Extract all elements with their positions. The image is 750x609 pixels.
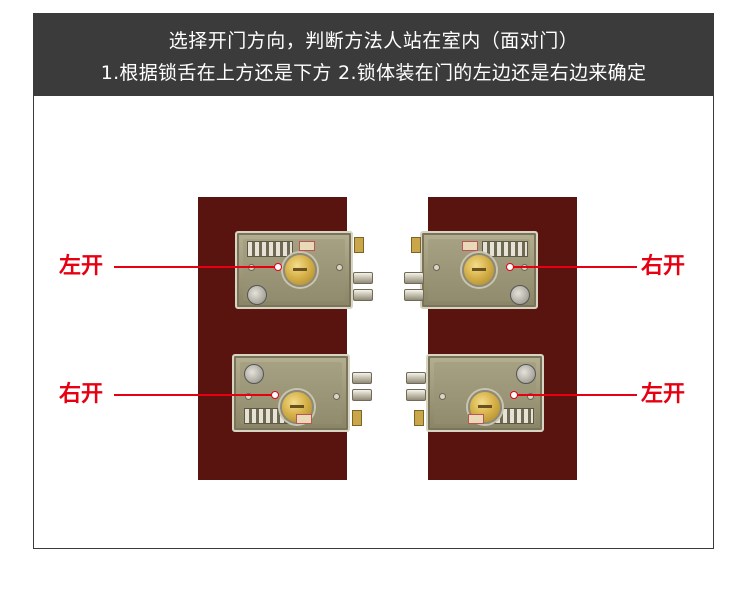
latch-bolt: [404, 289, 424, 301]
latch-bolt: [404, 272, 424, 284]
callout-line-top-right: [510, 266, 637, 268]
header-banner: 选择开门方向，判断方法人站在室内（面对门） 1.根据锁舌在上方还是下方 2.锁体…: [34, 14, 713, 96]
header-line-2: 1.根据锁舌在上方还是下方 2.锁体装在门的左边还是右边来确定: [100, 62, 647, 84]
callout-line-top-left: [114, 266, 277, 268]
latch-bolt: [352, 389, 372, 401]
callout-line-bottom-right: [514, 394, 637, 396]
instruction-panel: 选择开门方向，判断方法人站在室内（面对门） 1.根据锁舌在上方还是下方 2.锁体…: [33, 13, 714, 549]
lock-top-left: [235, 231, 353, 309]
lock-bottom-left: [232, 354, 350, 432]
callout-left-open-top: 左开: [59, 254, 104, 279]
latch-bolt: [353, 289, 373, 301]
thumb-turn-knob: [244, 364, 264, 384]
key-cylinder: [462, 253, 496, 287]
callout-right-open-bottom: 右开: [59, 382, 104, 407]
callout-line-bottom-left: [114, 394, 274, 396]
latch-bolt: [406, 372, 426, 384]
key-cylinder: [468, 390, 502, 424]
lock-bottom-right: [426, 354, 544, 432]
thumb-turn-knob: [247, 285, 267, 305]
callout-right-open-top: 右开: [641, 254, 686, 279]
latch-bolt: [352, 372, 372, 384]
key-cylinder: [283, 253, 317, 287]
thumb-turn-knob: [510, 285, 530, 305]
header-line-1: 选择开门方向，判断方法人站在室内（面对门）: [168, 30, 579, 52]
lock-top-right: [420, 231, 538, 309]
latch-bolt: [406, 389, 426, 401]
thumb-turn-knob: [516, 364, 536, 384]
latch-bolt: [353, 272, 373, 284]
callout-left-open-bottom: 左开: [641, 382, 686, 407]
